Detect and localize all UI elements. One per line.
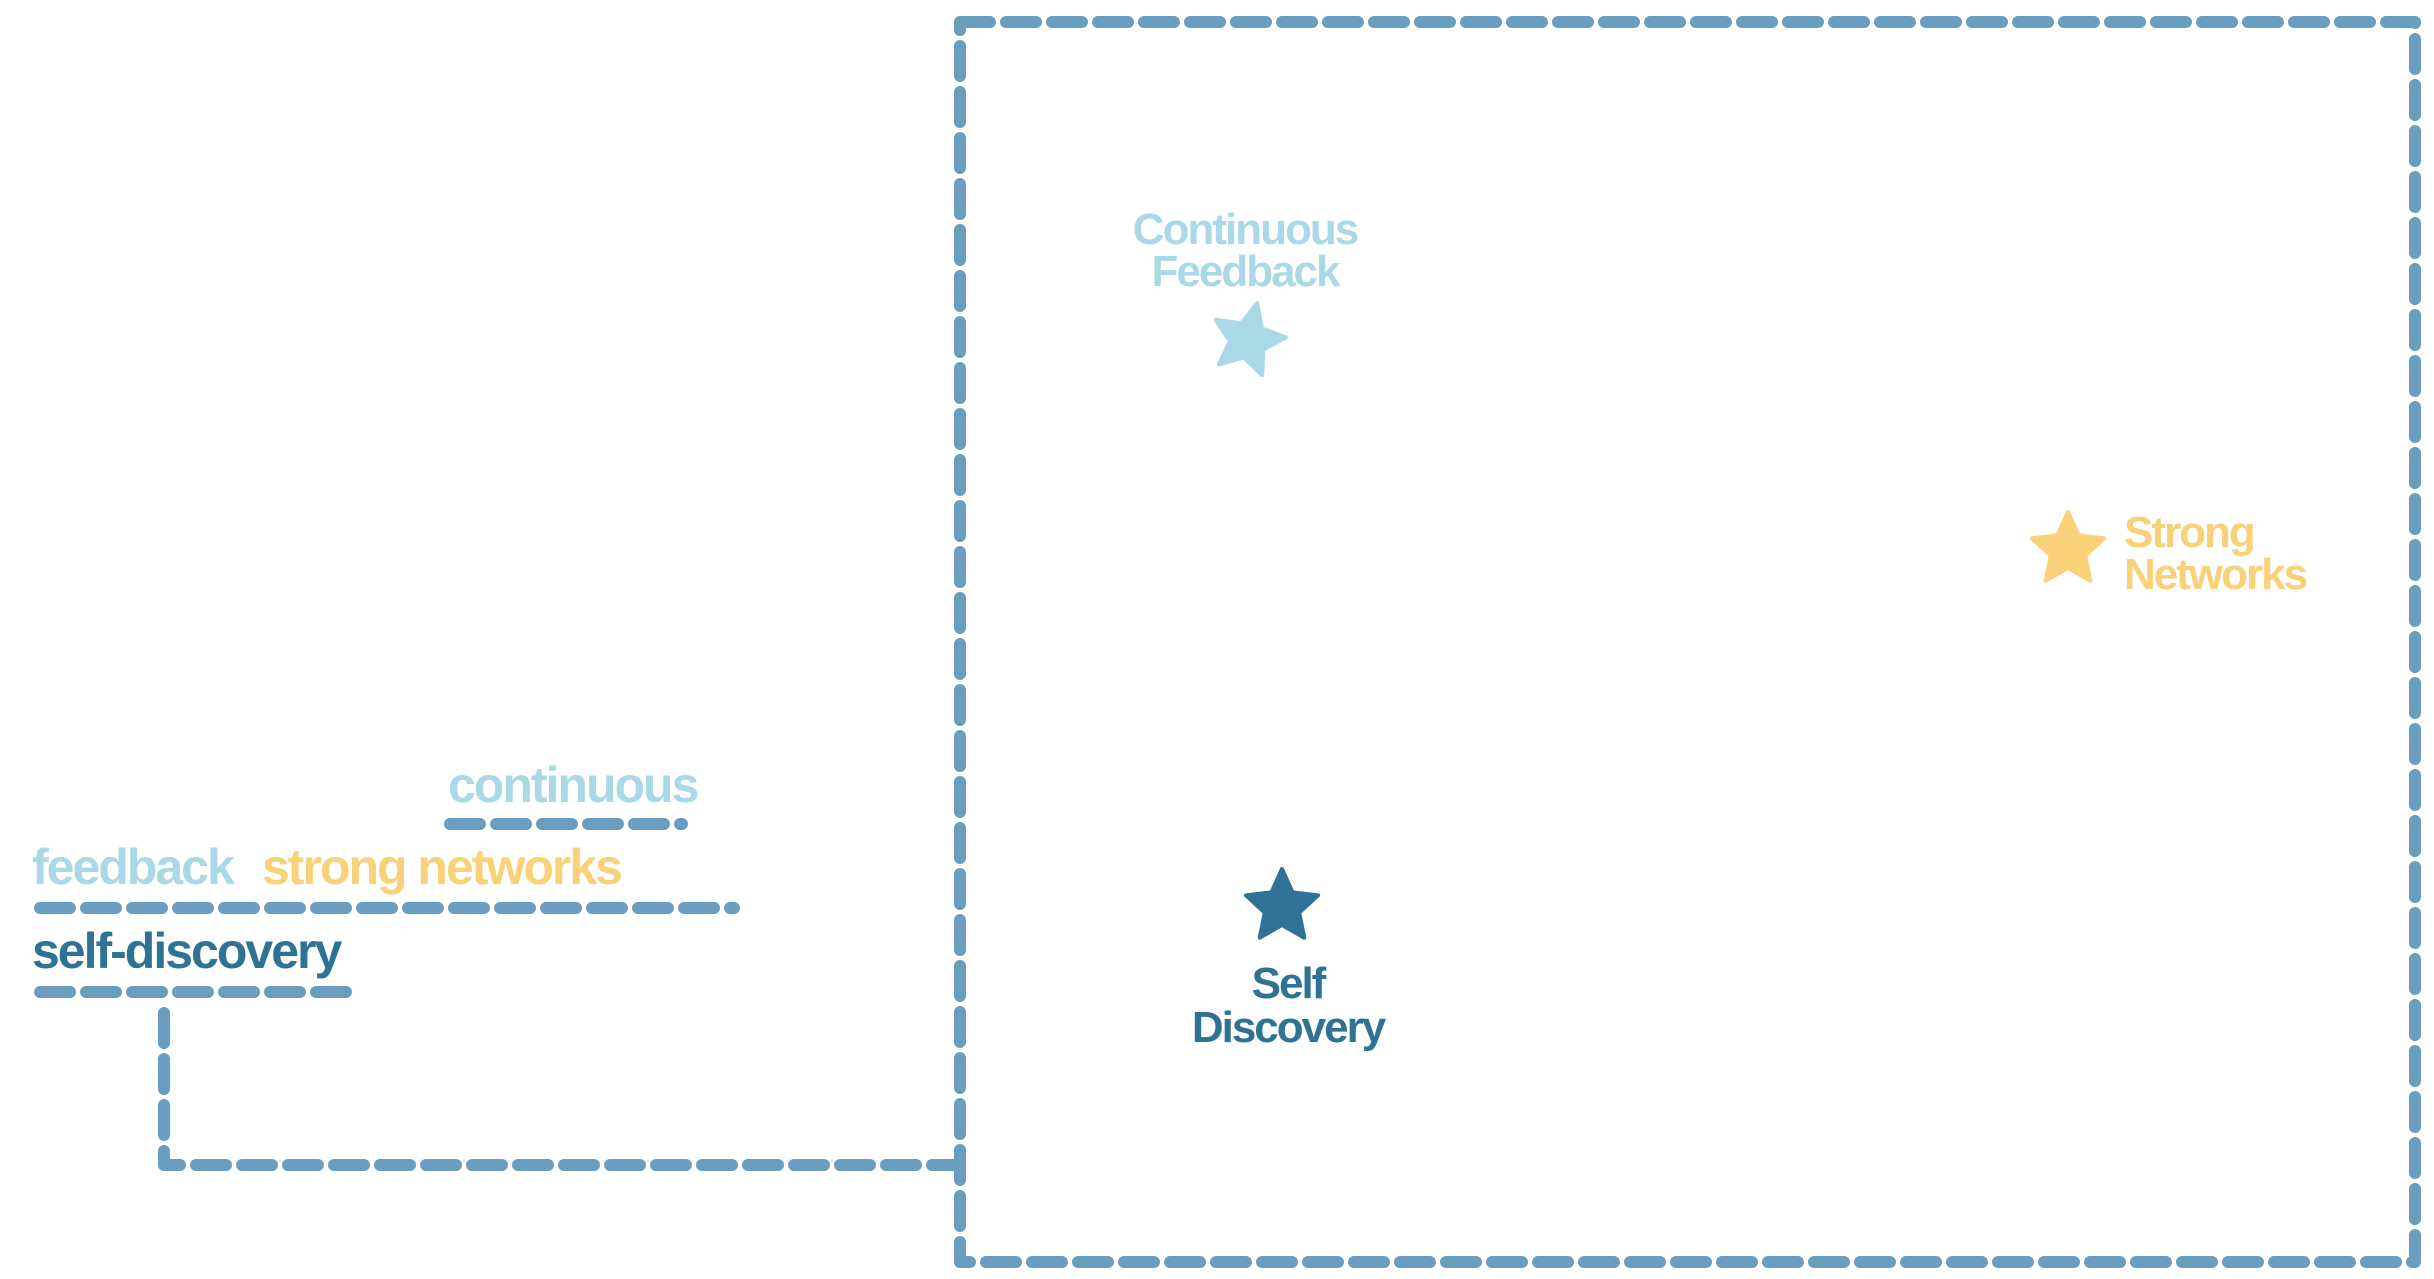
label-strong-networks-line2: Networks	[2124, 550, 2307, 599]
word-feedback: feedback	[32, 839, 235, 895]
word-continuous: continuous	[448, 757, 698, 813]
word-self-discovery: self-discovery	[32, 923, 342, 979]
star-icon	[2029, 510, 2107, 583]
label-strong-networks-line1: Strong	[2124, 508, 2254, 557]
label-self-discovery-line1: Self	[1252, 959, 1327, 1008]
label-continuous-feedback-line2: Feedback	[1152, 247, 1342, 296]
word-strong-networks: strong networks	[262, 839, 621, 895]
star-icon	[1213, 301, 1288, 378]
label-self-discovery-line2: Discovery	[1192, 1003, 1387, 1052]
connector-line	[158, 1007, 966, 1171]
dashed-frame	[954, 16, 2421, 1268]
label-continuous-feedback-line1: Continuous	[1133, 205, 1358, 254]
star-icon	[1243, 867, 1321, 940]
